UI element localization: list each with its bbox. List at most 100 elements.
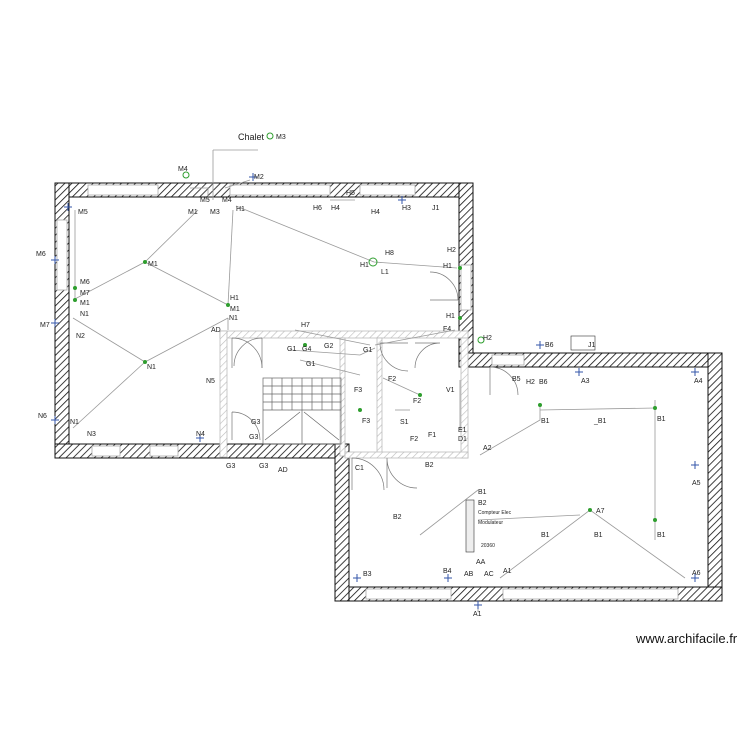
plan-label-code: 20360 bbox=[481, 543, 495, 549]
plan-label-a3: A3 bbox=[581, 378, 590, 385]
watermark: www.archifacile.fr bbox=[636, 631, 738, 646]
window-bottom-4 bbox=[502, 588, 679, 600]
plan-label-ad-a: AD bbox=[211, 327, 221, 334]
interior-wall-bath-bottom bbox=[344, 451, 469, 459]
window-bottom-2 bbox=[149, 445, 179, 457]
plan-label-h1-e: H1 bbox=[230, 295, 239, 302]
socket-icon bbox=[196, 434, 204, 442]
door-side bbox=[489, 366, 519, 396]
wire bbox=[294, 329, 371, 346]
plan-label-d1: D1 bbox=[458, 436, 467, 443]
stair-winder bbox=[264, 411, 340, 441]
plan-label-g2: G2 bbox=[324, 343, 333, 350]
switch-icon bbox=[588, 508, 592, 512]
door-wc bbox=[379, 342, 409, 372]
door-garage bbox=[351, 457, 385, 491]
plan-label-b1-f: B1 bbox=[594, 532, 603, 539]
plan-label-j1-b: J1 bbox=[588, 342, 596, 349]
plan-label-g3-a: G3 bbox=[251, 419, 260, 426]
plan-label-n6: N6 bbox=[38, 413, 47, 420]
plan-label-n2: N2 bbox=[76, 333, 85, 340]
wire bbox=[539, 407, 656, 411]
window-left bbox=[56, 219, 68, 291]
plan-label-h2-a: H2 bbox=[447, 247, 456, 254]
window-top-2 bbox=[229, 184, 331, 196]
plan-label-g1-b: G1 bbox=[363, 347, 372, 354]
plan-label-a1-a: A1 bbox=[503, 568, 512, 575]
switch-icon bbox=[418, 393, 422, 397]
plan-label-g1-a: G1 bbox=[287, 346, 296, 353]
plan-label-b1-e: B1 bbox=[541, 532, 550, 539]
plan-label-b6-a: B6 bbox=[545, 342, 554, 349]
plan-label-ad-b: AD bbox=[278, 467, 288, 474]
plan-label-f3-a: F3 bbox=[354, 387, 362, 394]
plan-label-n3: N3 bbox=[87, 431, 96, 438]
plan-label-m6-left: M6 bbox=[36, 251, 46, 258]
plan-label-g3-c: G3 bbox=[226, 463, 235, 470]
door-bath-bottom bbox=[386, 457, 418, 489]
window-mid bbox=[491, 354, 525, 366]
plan-label-m1-c: M1 bbox=[148, 261, 158, 268]
wire bbox=[227, 209, 234, 306]
plan-label-n1-b: N1 bbox=[229, 315, 238, 322]
plan-label-f3-b: F3 bbox=[362, 418, 370, 425]
plan-label-m4-top: M4 bbox=[178, 166, 188, 173]
socket-icon bbox=[691, 574, 699, 582]
plan-label-n1-c: N1 bbox=[147, 364, 156, 371]
electric-panel-icon bbox=[465, 499, 475, 553]
switch-icon bbox=[653, 518, 657, 522]
plan-label-a5: A5 bbox=[692, 480, 701, 487]
interior-wall-stair-right bbox=[339, 337, 346, 457]
wire bbox=[477, 514, 581, 521]
windows bbox=[56, 184, 679, 600]
plan-label-v1: V1 bbox=[446, 387, 455, 394]
socket-icon bbox=[51, 256, 59, 264]
switch-icon bbox=[303, 343, 307, 347]
plan-label-h2-c: H2 bbox=[526, 379, 535, 386]
door-stair-2 bbox=[233, 337, 263, 368]
wire bbox=[499, 509, 686, 579]
switch-icon bbox=[538, 403, 542, 407]
wire bbox=[382, 377, 421, 396]
switch-icon bbox=[458, 266, 462, 270]
plan-label-b3: B3 bbox=[363, 571, 372, 578]
plan-label-h4-b: H4 bbox=[371, 209, 380, 216]
plan-label-a7: A7 bbox=[596, 508, 605, 515]
plan-label-a2: A2 bbox=[483, 445, 492, 452]
switch-icon bbox=[358, 408, 362, 412]
wire bbox=[72, 261, 229, 306]
door-bath bbox=[414, 342, 441, 369]
plan-label-b1-g: B1 bbox=[657, 532, 666, 539]
plan-label-j1-a: J1 bbox=[432, 205, 440, 212]
switch-icon bbox=[143, 260, 147, 264]
light-point-icon bbox=[368, 257, 378, 267]
socket-icon bbox=[353, 574, 361, 582]
wire bbox=[72, 361, 146, 429]
plan-label-f2-a: F2 bbox=[388, 376, 396, 383]
plan-label-h5: H5 bbox=[346, 190, 355, 197]
plan-label-s1: S1 bbox=[400, 419, 409, 426]
plan-label-b2-b: B2 bbox=[478, 500, 487, 507]
door-stair-1 bbox=[231, 337, 263, 369]
plan-label-b5: B5 bbox=[512, 376, 521, 383]
window-top-3 bbox=[359, 184, 416, 196]
door-entrance bbox=[429, 271, 459, 301]
plan-label-b4: B4 bbox=[443, 568, 452, 575]
plan-label-n5: N5 bbox=[206, 378, 215, 385]
window-bottom-1 bbox=[91, 445, 121, 457]
socket-icon bbox=[691, 461, 699, 469]
plan-label-h6: H6 bbox=[313, 205, 322, 212]
plan-label-e1: E1 bbox=[458, 427, 467, 434]
socket-icon bbox=[64, 203, 72, 211]
plan-label-chalet: Chalet bbox=[238, 132, 265, 142]
plan-label-ac: AC bbox=[484, 571, 494, 578]
plan-label-m5-left: M5 bbox=[78, 209, 88, 216]
wall-inner-step bbox=[334, 443, 350, 602]
socket-icon bbox=[575, 368, 583, 376]
plan-label-n1-a: N1 bbox=[80, 311, 89, 318]
switch-icon bbox=[458, 316, 462, 320]
wire bbox=[190, 187, 209, 200]
outlet-icon bbox=[182, 171, 190, 179]
wire bbox=[299, 359, 361, 376]
